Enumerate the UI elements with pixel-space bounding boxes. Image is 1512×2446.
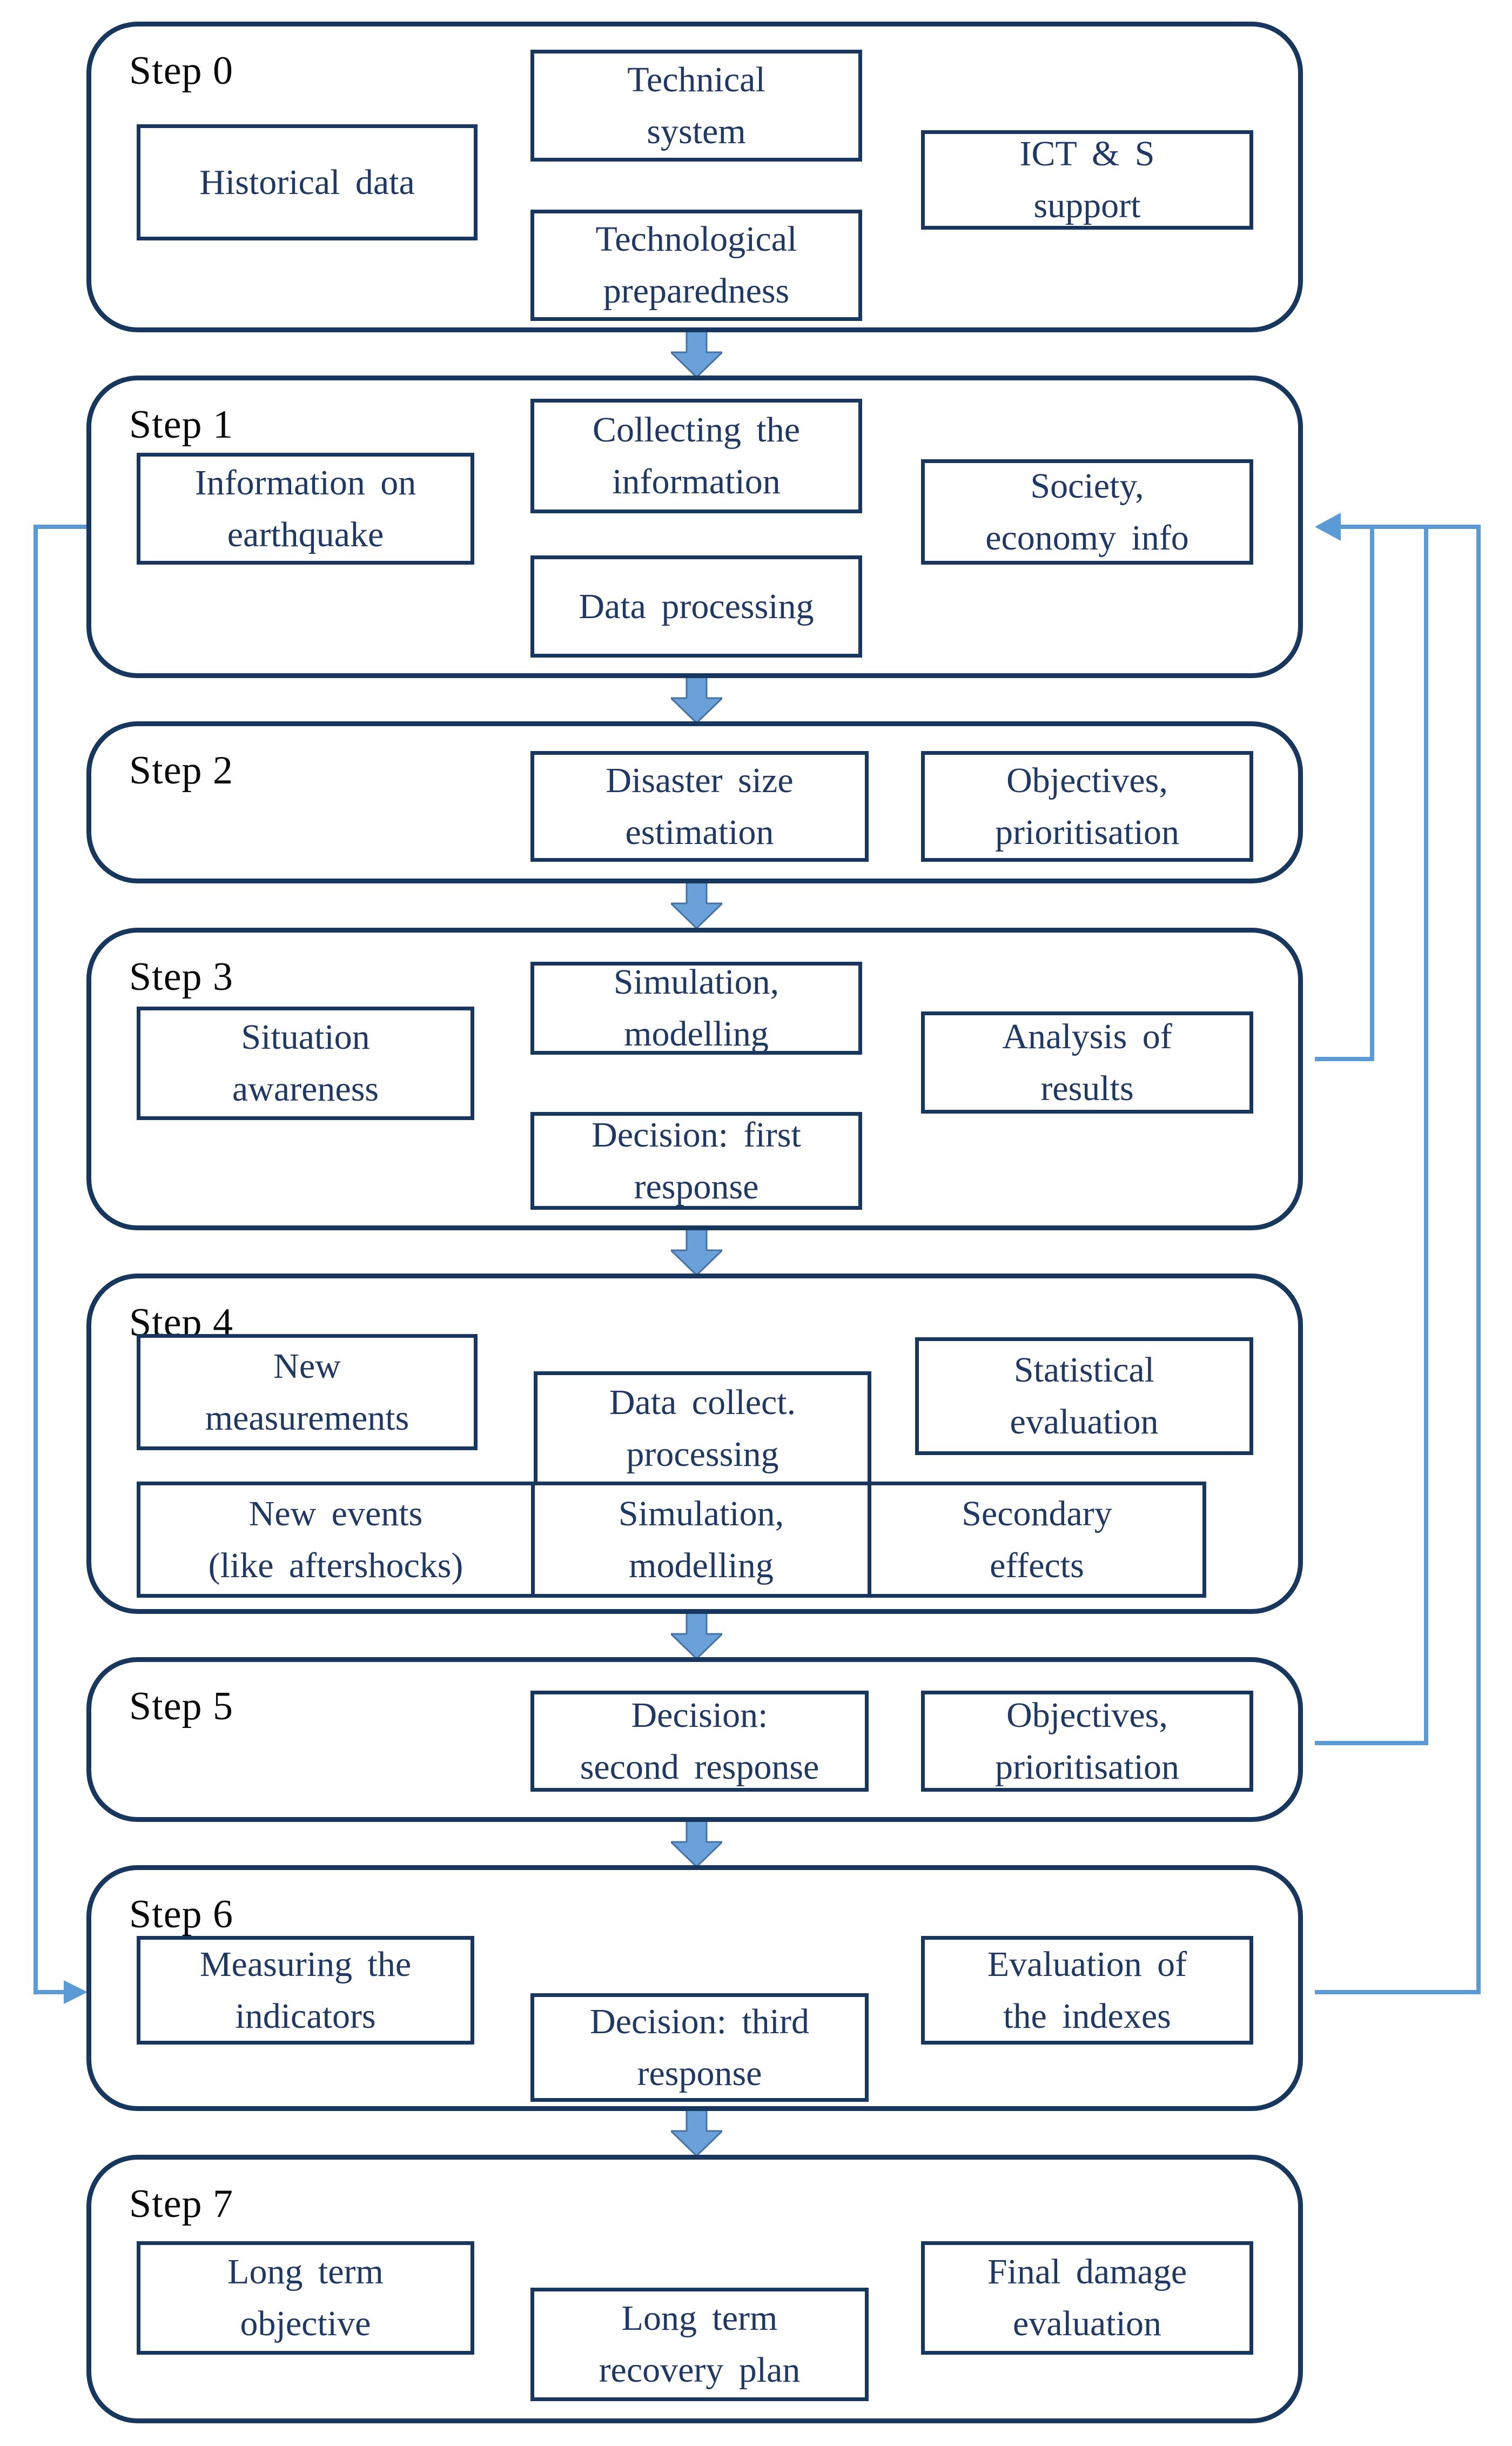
step-6-container: Step 6 Measuring the indicators Decision…	[86, 1865, 1303, 2111]
box-decision-first-response: Decision: first response	[530, 1112, 862, 1210]
step-7-container: Step 7 Long term objective Long term rec…	[86, 2155, 1303, 2423]
feedback-line-right-vertical-from-step3	[1370, 525, 1374, 1061]
flow-arrow-step1-to-step2-icon	[671, 676, 722, 723]
box-new-measurements: New measurements	[137, 1334, 478, 1450]
box-data-processing: Data processing	[530, 555, 862, 658]
step-5-container: Step 5 Decision: second response Objecti…	[86, 1657, 1303, 1822]
feedback-line-left-top-horizontal	[33, 525, 88, 529]
box-analysis-of-results: Analysis of results	[921, 1011, 1253, 1114]
box-evaluation-of-the-indexes: Evaluation of the indexes	[921, 1936, 1253, 2045]
flow-arrow-step5-to-step6-icon	[671, 1820, 722, 1867]
box-situation-awareness: Situation awareness	[137, 1007, 474, 1120]
feedback-line-right-vertical-from-step6	[1476, 525, 1481, 1994]
step-2-container: Step 2 Disaster size estimation Objectiv…	[86, 721, 1303, 883]
step-4-container: Step 4 New measurements Data collect. pr…	[86, 1274, 1303, 1614]
box-technological-preparedness: Technological preparedness	[530, 210, 862, 321]
feedback-arrowhead-into-step1-icon	[1315, 513, 1341, 541]
box-historical-data: Historical data	[137, 124, 478, 240]
box-information-on-earthquake: Information on earthquake	[137, 453, 474, 565]
box-decision-third-response: Decision: third response	[530, 1993, 869, 2102]
flow-arrow-step6-to-step7-icon	[671, 2109, 722, 2156]
feedback-line-step5-exit-horizontal	[1315, 1741, 1428, 1745]
box-society-economy-info: Society, economy info	[921, 459, 1253, 565]
step-0-label: Step 0	[129, 49, 234, 93]
box-collecting-the-information: Collecting the information	[530, 399, 862, 513]
feedback-line-right-top-horizontal	[1341, 525, 1481, 529]
step-1-container: Step 1 Information on earthquake Collect…	[86, 376, 1303, 678]
box-simulation-modelling-step4: Simulation, modelling	[531, 1482, 871, 1598]
box-data-collect-processing: Data collect. processing	[534, 1371, 871, 1485]
step-6-label: Step 6	[129, 1892, 234, 1936]
feedback-arrowhead-into-step6-icon	[64, 1980, 88, 2004]
box-disaster-size-estimation: Disaster size estimation	[530, 751, 869, 862]
box-secondary-effects: Secondary effects	[868, 1482, 1206, 1598]
box-new-events-aftershocks: New events (like aftershocks)	[137, 1482, 535, 1598]
feedback-line-left-bottom-horizontal	[33, 1990, 65, 1994]
box-long-term-recovery-plan: Long term recovery plan	[530, 2288, 869, 2401]
step-7-label: Step 7	[129, 2182, 234, 2226]
flow-arrow-step4-to-step5-icon	[671, 1612, 722, 1659]
step-3-container: Step 3 Situation awareness Simulation, m…	[86, 928, 1303, 1230]
feedback-line-step6-exit-horizontal	[1315, 1990, 1481, 1994]
flow-arrow-step2-to-step3-icon	[671, 882, 722, 928]
flow-arrow-step0-to-step1-icon	[671, 331, 722, 377]
flow-arrow-step3-to-step4-icon	[671, 1229, 722, 1275]
box-decision-second-response: Decision: second response	[530, 1691, 869, 1792]
box-technical-system: Technical system	[530, 50, 862, 162]
step-5-label: Step 5	[129, 1684, 234, 1728]
box-final-damage-evaluation: Final damage evaluation	[921, 2241, 1253, 2355]
step-0-container: Step 0 Historical data Technical system …	[86, 22, 1303, 332]
step-1-label: Step 1	[129, 403, 234, 447]
step-3-label: Step 3	[129, 955, 234, 999]
box-long-term-objective: Long term objective	[137, 2241, 474, 2355]
box-ict-s-support: ICT & S support	[921, 130, 1253, 230]
box-objectives-prioritisation-step5: Objectives, prioritisation	[921, 1691, 1253, 1792]
box-statistical-evaluation: Statistical evaluation	[915, 1337, 1253, 1455]
box-simulation-modelling-step3: Simulation, modelling	[530, 962, 862, 1055]
feedback-line-right-vertical-from-step5	[1424, 525, 1428, 1745]
feedback-line-left-vertical	[33, 525, 38, 1994]
step-2-label: Step 2	[129, 748, 234, 793]
box-measuring-the-indicators: Measuring the indicators	[137, 1936, 474, 2045]
box-objectives-prioritisation-step2: Objectives, prioritisation	[921, 751, 1253, 862]
feedback-line-step3-exit-horizontal	[1315, 1057, 1374, 1061]
